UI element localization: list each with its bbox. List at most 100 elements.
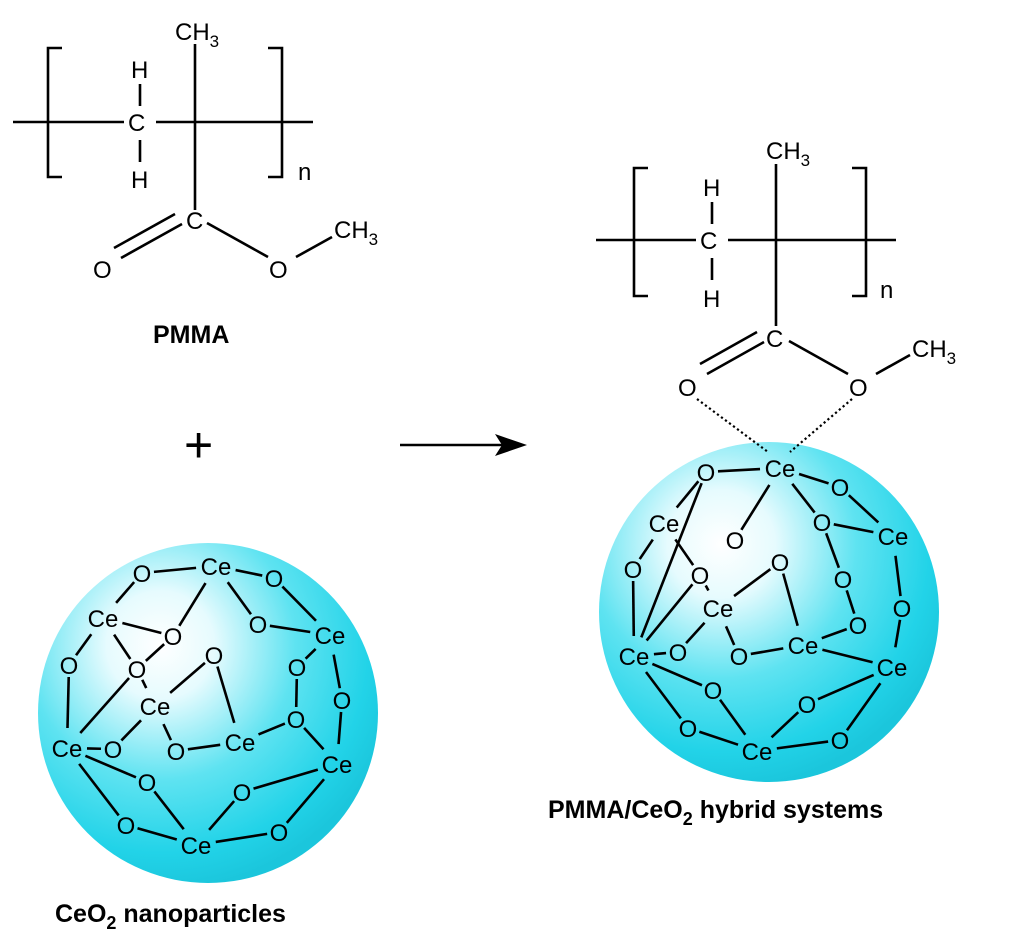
right-cluster-oxygen-atom: O [691,563,710,590]
right-cluster-cerium-atom: Ce [788,633,819,660]
methoxy-bond [295,235,333,259]
left-cluster-bond [120,719,142,742]
hybrid-right-bracket [852,166,868,298]
coordination-bond-ester [789,398,853,453]
right-cluster-bond [750,647,784,656]
carbonyl-double-bond-a [120,222,183,260]
right-cluster-bond [724,625,736,646]
right-cluster-oxygen-atom: O [831,475,850,502]
left-cluster-bond [153,566,197,574]
right-cluster-bond [791,482,816,514]
hybrid-ester-oxygen-label: O [849,375,868,402]
ester-bond [206,221,269,259]
left-cluster-oxygen-atom: O [265,566,284,593]
hybrid-ch2-carbon-label: C [700,228,717,255]
left-bracket [46,46,62,179]
left-cluster-bond [304,647,317,660]
left-cluster-bond [337,711,343,745]
left-cluster-oxygen-atom: O [167,739,186,766]
right-cluster-bond [822,648,873,664]
hybrid-carbonyl-carbon-label: C [766,326,783,353]
left-cluster-bond [144,643,166,662]
left-cluster-bond [113,633,132,660]
hybrid-hydrogen-top-label: H [703,175,720,202]
right-cluster-bond [817,673,875,701]
carbonyl-double-bond-b [113,212,176,250]
right-cluster-bond [798,472,829,485]
right-cluster-bond [717,467,761,473]
left-cluster-bond [269,624,311,634]
right-cluster-bond [845,590,856,614]
ch2-carbon-label: C [128,110,145,137]
right-cluster-bond [653,651,667,656]
left-cluster-oxygen-atom: O [270,820,289,847]
methyl-ester-label: CH3 [334,217,378,249]
ceo2-nanoparticle-sphere [38,543,378,883]
right-cluster-cerium-atom: Ce [877,655,908,682]
left-cluster-bond [281,585,317,622]
right-cluster-bond [718,698,747,736]
right-cluster-oxygen-atom: O [669,640,688,667]
right-cluster-bond [781,573,799,627]
hybrid-left-bracket [632,166,648,298]
hybrid-methyl-top-label: CH3 [766,138,810,170]
right-cluster-oxygen-atom: O [704,678,723,705]
ceo2-caption: CeO2 nanoparticles [55,900,286,933]
left-cluster-bond [303,726,325,751]
left-cluster-oxygen-atom: O [288,655,307,682]
left-cluster-bond [66,676,71,729]
right-cluster-bond [698,730,739,746]
left-cluster-oxygen-atom: O [287,707,306,734]
right-cluster-bond [833,523,874,534]
right-cluster-oxygen-atom: O [730,644,749,671]
left-cluster-bond [253,768,319,790]
left-cluster-bond [285,778,326,824]
hybrid-caption: PMMA/CeO2 hybrid systems [548,796,883,829]
left-cluster-bond [235,568,263,577]
left-cluster-bond [78,763,120,817]
right-cluster-cerium-atom: Ce [649,511,680,538]
plus-sign: + [184,417,213,473]
right-cluster-bond [675,480,700,509]
pmma-caption: PMMA [153,321,229,349]
left-cluster-oxygen-atom: O [128,657,147,684]
left-cluster-oxygen-atom: O [205,643,224,670]
left-cluster-bond [215,832,268,844]
right-cluster-oxygen-atom: O [624,557,643,584]
left-cluster-cerium-atom: Ce [315,623,346,650]
hybrid-hydrogen-bottom-label: H [703,286,720,313]
left-cluster-bond [162,723,173,741]
right-cluster-bond [645,583,694,642]
right-cluster-bond [824,532,841,569]
left-cluster-bond [169,661,206,694]
left-cluster-oxygen-atom: O [233,780,252,807]
left-cluster-bond [84,754,137,779]
right-cluster-oxygen-atom: O [697,460,716,487]
left-cluster-cerium-atom: Ce [201,554,232,581]
left-cluster-bond [187,743,221,751]
right-cluster-oxygen-atom: O [813,510,832,537]
left-cluster-bond [74,633,93,657]
hybrid-pmma-structure: CH3 H C H n C O O CH3 [596,138,956,402]
right-cluster-oxygen-atom: O [679,716,698,743]
right-cluster-cerium-atom: Ce [742,739,773,766]
left-cluster-cerium-atom: Ce [322,752,353,779]
hybrid-methyl-ester-label: CH3 [912,336,956,368]
right-cluster-bond [638,538,654,560]
right-cluster-oxygen-atom: O [771,550,790,577]
right-cluster-bond [894,619,902,648]
right-cluster-oxygen-atom: O [798,692,817,719]
right-cluster-bond [740,484,771,531]
hydrogen-bottom-label: H [131,167,148,194]
right-cluster-oxygen-atom: O [726,528,745,555]
right-cluster-bond [733,568,772,598]
right-bracket [268,46,284,179]
right-cluster-oxygen-atom: O [834,567,853,594]
pmma-structure: CH3 H C H n C O O CH3 [13,19,378,284]
right-cluster-bond [651,662,703,687]
hybrid-ester-bond [788,339,849,376]
right-cluster-bond [847,494,880,524]
